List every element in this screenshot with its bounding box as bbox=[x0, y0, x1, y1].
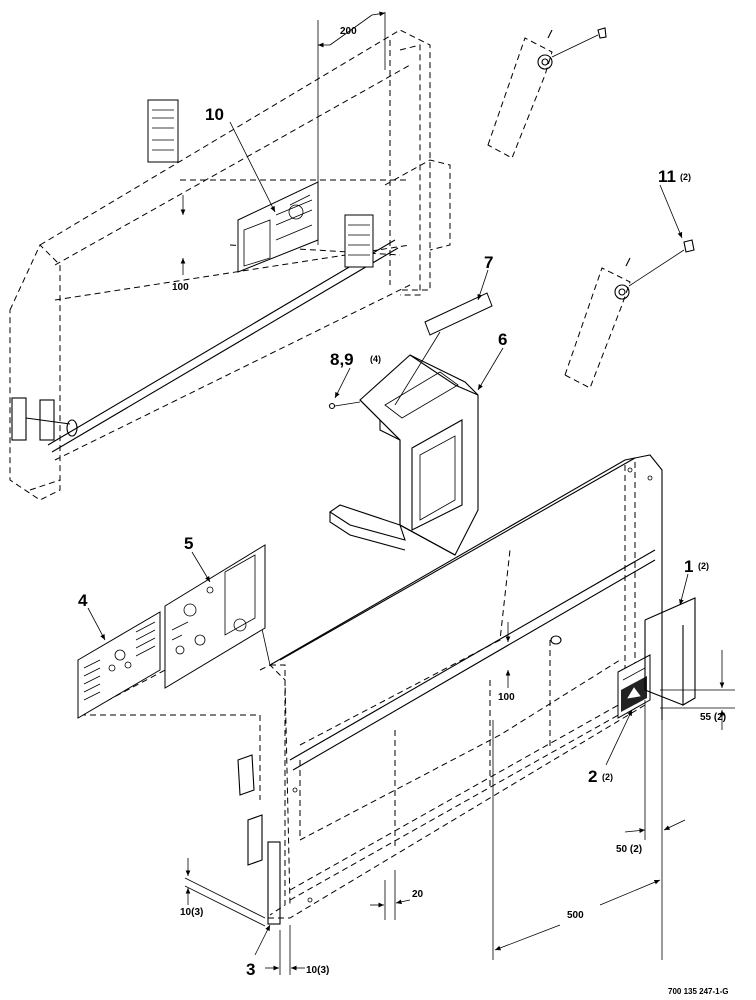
dim-10-side-label: 10(3) bbox=[180, 907, 203, 918]
decal-7 bbox=[394, 292, 493, 406]
dim-100-lower-label: 100 bbox=[498, 692, 515, 703]
decal-5 bbox=[164, 544, 266, 689]
decal-2 bbox=[617, 654, 651, 719]
dim-100-upper-label: 100 bbox=[172, 282, 189, 293]
upper-decal-right bbox=[344, 214, 374, 268]
dim-500-label: 500 bbox=[567, 910, 584, 921]
dimension-200: 200 bbox=[317, 11, 386, 245]
upper-shield-panel bbox=[9, 29, 431, 501]
bracket-6 bbox=[328, 354, 479, 556]
callout-2-number: 2 bbox=[588, 767, 597, 786]
strip-3 bbox=[267, 841, 281, 925]
dimension-50: 50 (2) bbox=[616, 700, 686, 960]
bracket-1 bbox=[644, 597, 696, 706]
dim-20-label: 20 bbox=[412, 889, 424, 900]
callout-11-qty: (2) bbox=[680, 172, 691, 182]
callout-8-9-qty: (4) bbox=[370, 354, 381, 364]
dimension-100-upper: 100 bbox=[172, 195, 189, 293]
upper-bracket bbox=[384, 159, 451, 251]
callout-10-number: 10 bbox=[205, 105, 224, 124]
dimension-10-side: 10(3) bbox=[180, 858, 266, 927]
decal-10 bbox=[237, 181, 319, 273]
callout-8-9-number: 8,9 bbox=[330, 350, 354, 369]
lower-shield-panel bbox=[79, 454, 663, 919]
callout-6-number: 6 bbox=[498, 330, 507, 349]
dim-50-label: 50 (2) bbox=[616, 844, 642, 855]
arm-upper bbox=[487, 27, 607, 159]
callout-5-number: 5 bbox=[184, 534, 193, 553]
decal-4 bbox=[77, 611, 161, 719]
dimension-100-lower: 100 bbox=[498, 622, 515, 703]
callout-7-number: 7 bbox=[484, 253, 493, 272]
leader-lines bbox=[87, 121, 689, 956]
dimension-55: 55 (2) bbox=[660, 650, 735, 730]
dim-10-bottom-label: 10(3) bbox=[306, 965, 329, 976]
dim-200-label: 200 bbox=[340, 26, 357, 37]
drawing-number: 700 135 247-1-G bbox=[668, 987, 729, 996]
callout-1-qty: (2) bbox=[698, 561, 709, 571]
dimension-20: 20 bbox=[370, 870, 424, 920]
callout-3-number: 3 bbox=[246, 960, 255, 979]
arm-lower bbox=[564, 239, 695, 389]
callout-2-qty: (2) bbox=[602, 772, 613, 782]
callout-4-number: 4 bbox=[78, 591, 88, 610]
dimension-500: 500 bbox=[492, 720, 661, 960]
callout-1-number: 1 bbox=[684, 557, 693, 576]
upper-decal-small bbox=[147, 99, 179, 163]
callout-11-number: 11 bbox=[658, 167, 676, 186]
dimension-10-bottom: 10(3) bbox=[265, 925, 329, 976]
dim-55-label: 55 (2) bbox=[700, 712, 726, 723]
